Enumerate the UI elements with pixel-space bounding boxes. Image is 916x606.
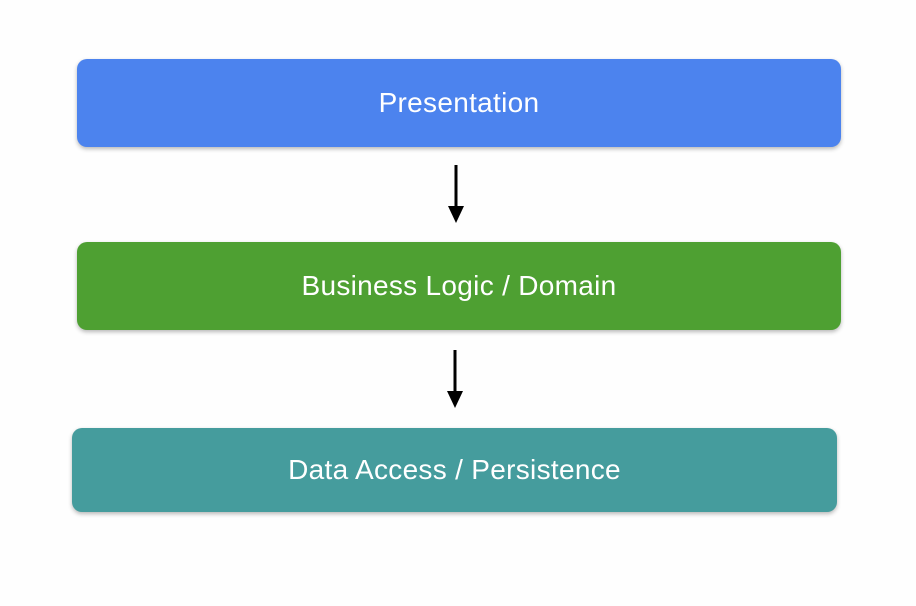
- layer-label-business-logic: Business Logic / Domain: [301, 270, 617, 301]
- layer-box-data-access[interactable]: Data Access / Persistence: [72, 428, 837, 512]
- down-arrow-icon: [448, 165, 464, 223]
- layer-label-presentation: Presentation: [378, 87, 540, 118]
- layer-label-data-access: Data Access / Persistence: [288, 454, 621, 485]
- layer-box-presentation[interactable]: Presentation: [77, 59, 841, 147]
- layer-box-business-logic[interactable]: Business Logic / Domain: [77, 242, 841, 330]
- down-arrow-icon: [447, 350, 463, 408]
